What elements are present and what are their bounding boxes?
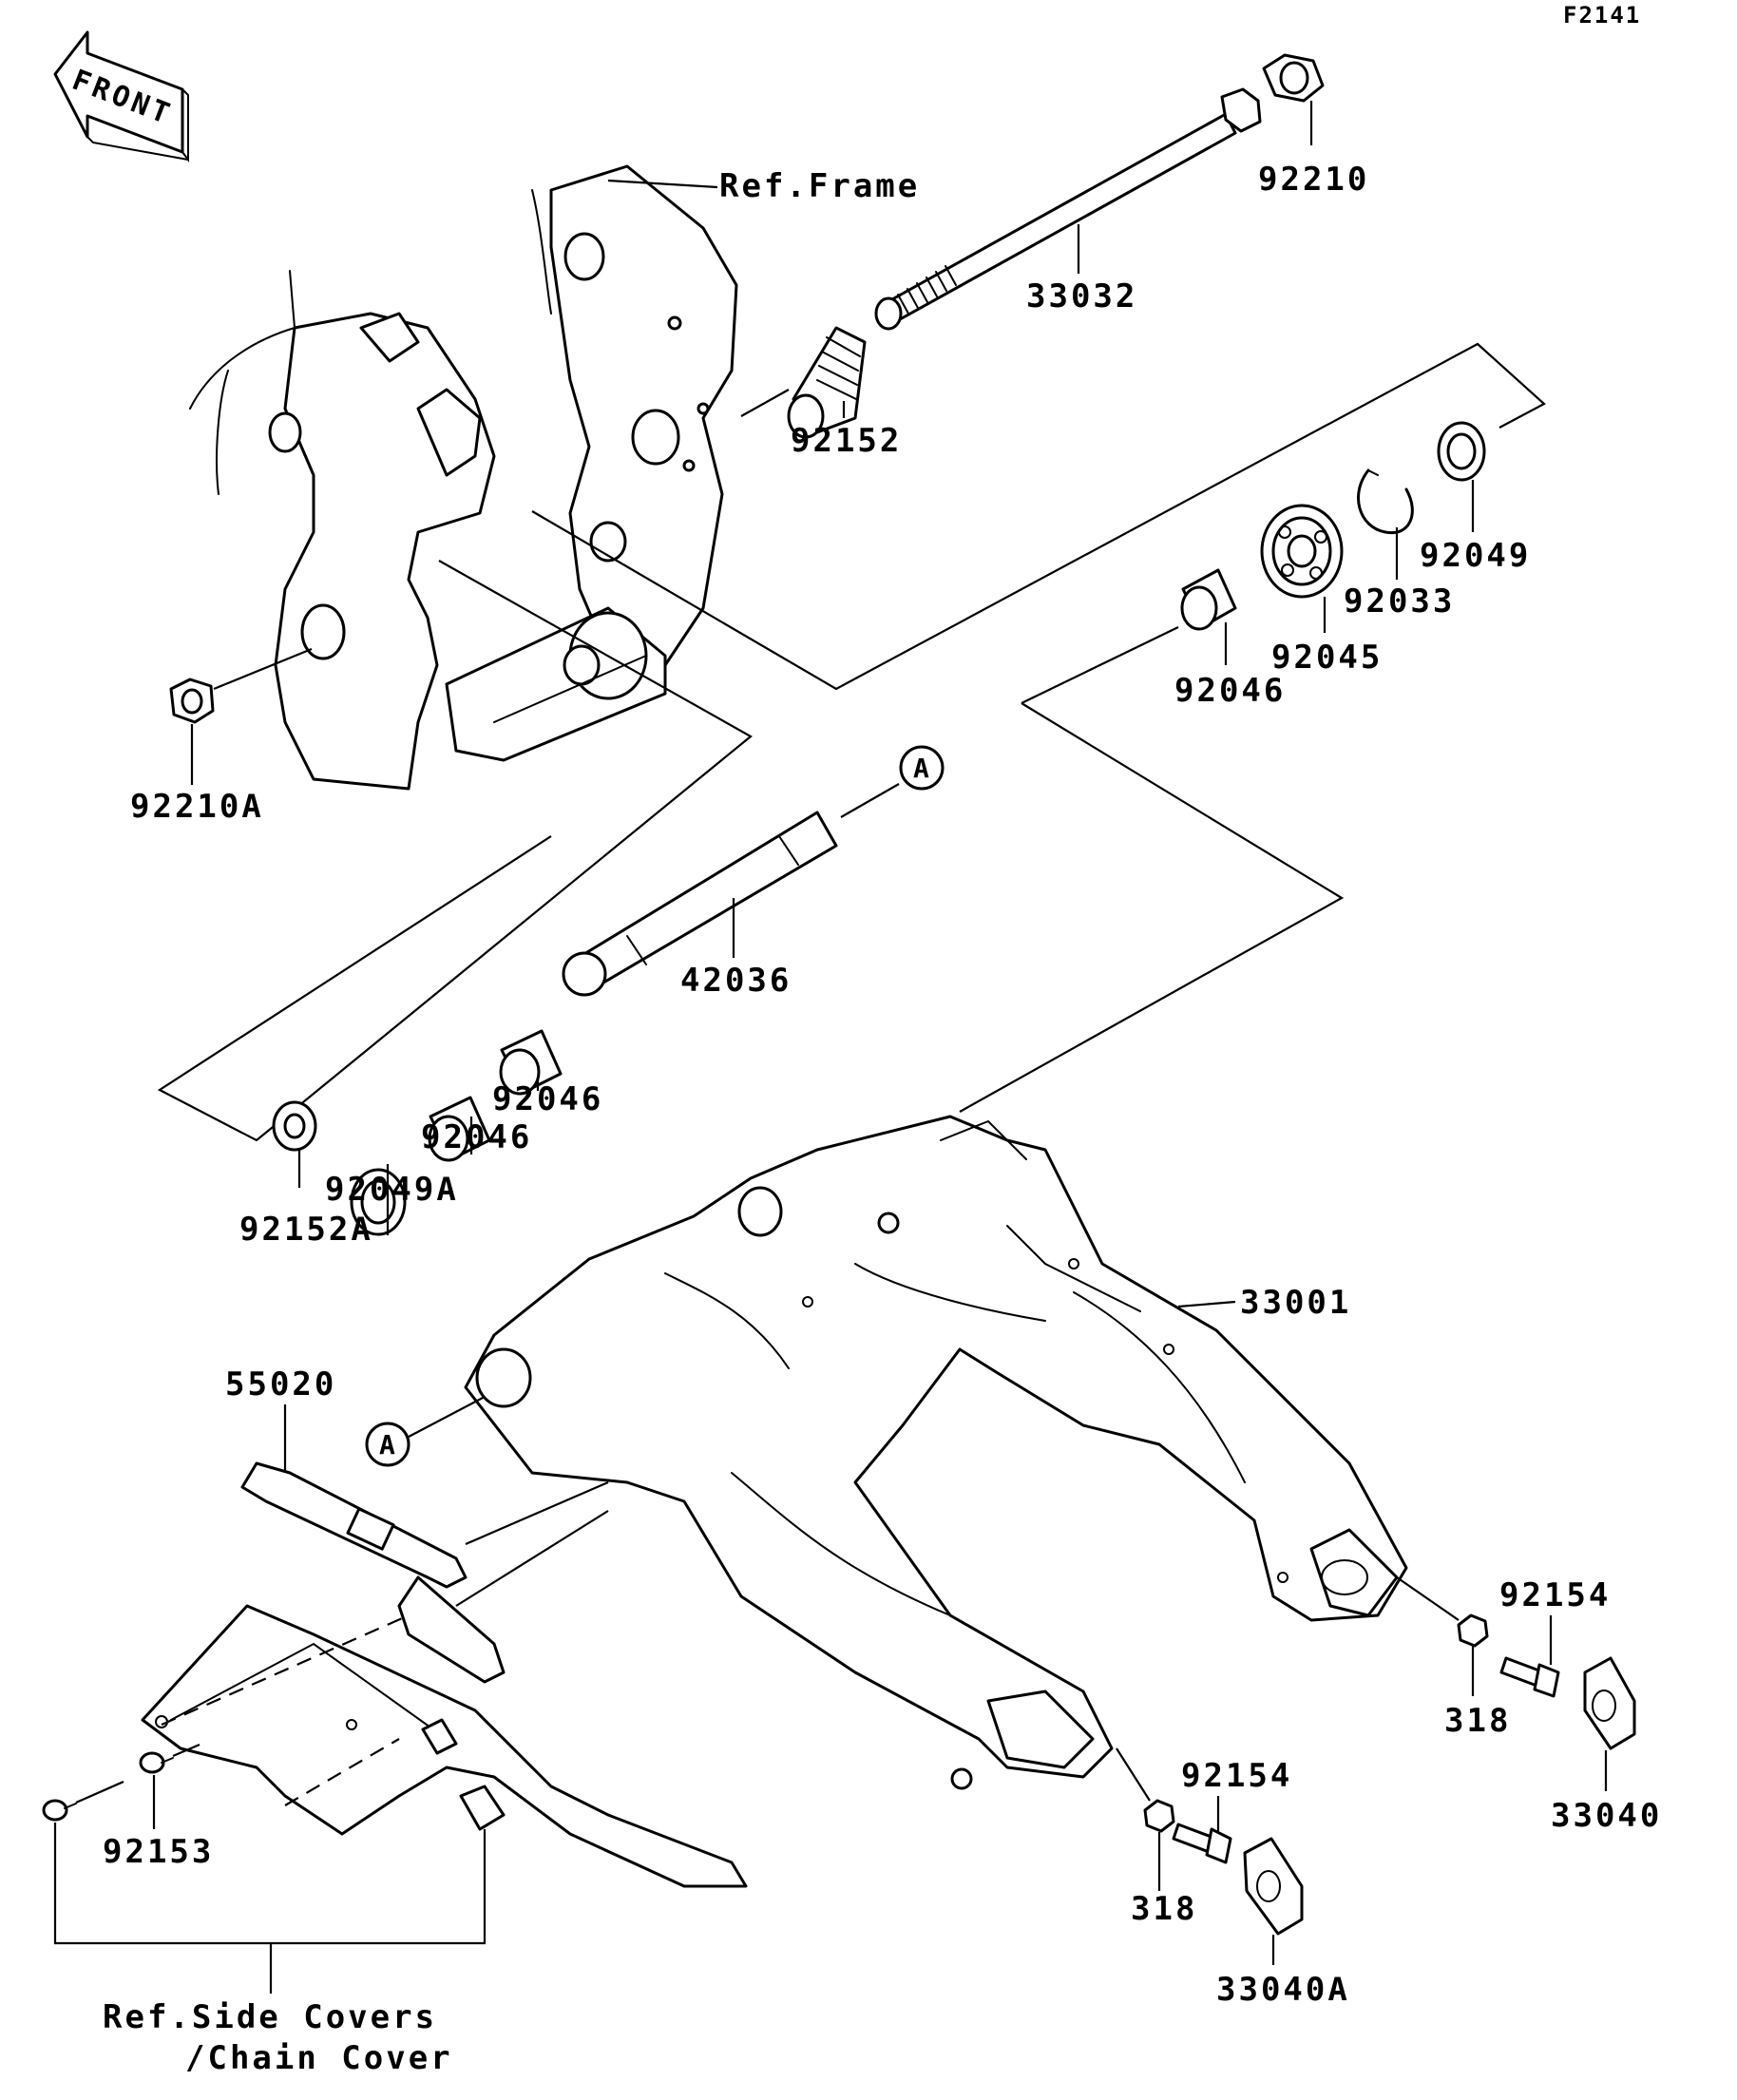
leader-A-lower	[408, 1396, 486, 1438]
screw-line-a	[172, 1743, 200, 1758]
circlip-92033	[1357, 468, 1414, 535]
callout-marker-A-lower: A	[365, 1422, 410, 1467]
part-label-33040: 33040	[1551, 1797, 1662, 1835]
adjuster-33040	[1583, 1656, 1636, 1750]
frame-crossmember	[445, 606, 667, 762]
part-label-92210A: 92210A	[130, 788, 264, 826]
chain-cover	[141, 1604, 748, 1888]
part-label-318-lower: 318	[1131, 1890, 1197, 1928]
screw-92153-a-icon	[139, 1751, 174, 1774]
part-label-42036: 42036	[680, 962, 792, 1000]
ref-side-covers-label-1: Ref.Side Covers	[103, 1998, 437, 2036]
leader-33001	[1177, 1300, 1236, 1308]
dashed-guide-line-2	[284, 1738, 400, 1806]
part-label-92154-lower: 92154	[1181, 1757, 1292, 1795]
part-label-92154-upper: 92154	[1499, 1576, 1611, 1614]
part-label-33001: 33001	[1240, 1284, 1351, 1322]
assembly-bracket-lower	[959, 702, 1345, 1113]
bearing-92045	[1260, 504, 1344, 599]
frame-left-plate	[216, 312, 496, 791]
pivot-shaft-33032	[874, 87, 1262, 331]
part-label-92046-upper: 92046	[1174, 672, 1286, 710]
part-label-92049: 92049	[1420, 537, 1531, 575]
part-label-92153: 92153	[103, 1833, 214, 1871]
ref-frame-leader	[607, 179, 718, 189]
callout-marker-A-lower-text: A	[379, 1429, 395, 1460]
swingarm-33001	[464, 1115, 1408, 1790]
assembly-line-axle-upper	[1396, 1576, 1460, 1621]
part-label-33032: 33032	[1026, 277, 1137, 315]
part-label-92033: 92033	[1344, 582, 1455, 620]
collar-42036	[562, 811, 838, 997]
assembly-line-guide-1	[465, 1480, 609, 1546]
assembly-line-axle-lower	[1116, 1747, 1151, 1802]
assembly-line-guide-2	[455, 1510, 609, 1607]
leader-42036-A	[840, 783, 900, 818]
part-label-92152: 92152	[791, 422, 902, 460]
seal-92049A	[350, 1168, 407, 1236]
collar-92152A	[272, 1100, 317, 1152]
figure-code: F2141	[1563, 2, 1641, 29]
adjuster-33040A	[1243, 1837, 1304, 1936]
frame-tube-line	[189, 327, 296, 410]
part-label-92046-b: 92046	[421, 1118, 532, 1156]
bolt-92154-upper	[1499, 1656, 1560, 1698]
front-arrow-icon: FRONT	[53, 30, 189, 162]
collar-92152	[787, 326, 867, 439]
part-label-55020: 55020	[225, 1365, 336, 1403]
leader-92152-shaft	[740, 389, 790, 417]
chain-guide-55020	[240, 1461, 506, 1684]
ref-frame-label: Ref.Frame	[719, 167, 920, 205]
nut-92210-icon	[1262, 53, 1325, 103]
part-label-92045: 92045	[1271, 639, 1383, 677]
needle-bearing-92046-upper	[1180, 568, 1237, 631]
part-label-92152A: 92152A	[239, 1211, 373, 1249]
nut-318-lower-icon	[1143, 1799, 1175, 1833]
part-label-33040A: 33040A	[1216, 1971, 1350, 2009]
part-label-318-upper: 318	[1444, 1702, 1511, 1740]
screw-line-b	[75, 1780, 124, 1804]
seal-92049	[1437, 421, 1486, 482]
nut-318-upper-icon	[1457, 1613, 1489, 1648]
part-label-92049A: 92049A	[325, 1171, 459, 1209]
callout-marker-A-upper: A	[899, 745, 945, 791]
frame-right-plate	[531, 164, 738, 667]
nut-92210A-icon	[169, 678, 215, 724]
dashed-guide-line-1	[161, 1613, 410, 1727]
assembly-line-upper	[1021, 626, 1179, 704]
part-label-92046-a: 92046	[492, 1080, 603, 1118]
callout-marker-A-upper-text: A	[913, 753, 929, 784]
needle-bearing-92046-b	[428, 1096, 491, 1162]
part-label-92210: 92210	[1258, 161, 1369, 199]
screw-92153-b-icon	[42, 1799, 77, 1822]
ref-side-covers-label-2: /Chain Cover	[185, 2039, 453, 2077]
assembly-bracket-left	[157, 560, 753, 1142]
assembly-bracket-right	[531, 342, 1546, 691]
leader-92210A	[213, 647, 313, 691]
frame-tube-line-2	[289, 270, 296, 329]
needle-bearing-92046-a	[499, 1029, 563, 1096]
bolt-92154-lower	[1172, 1823, 1232, 1864]
